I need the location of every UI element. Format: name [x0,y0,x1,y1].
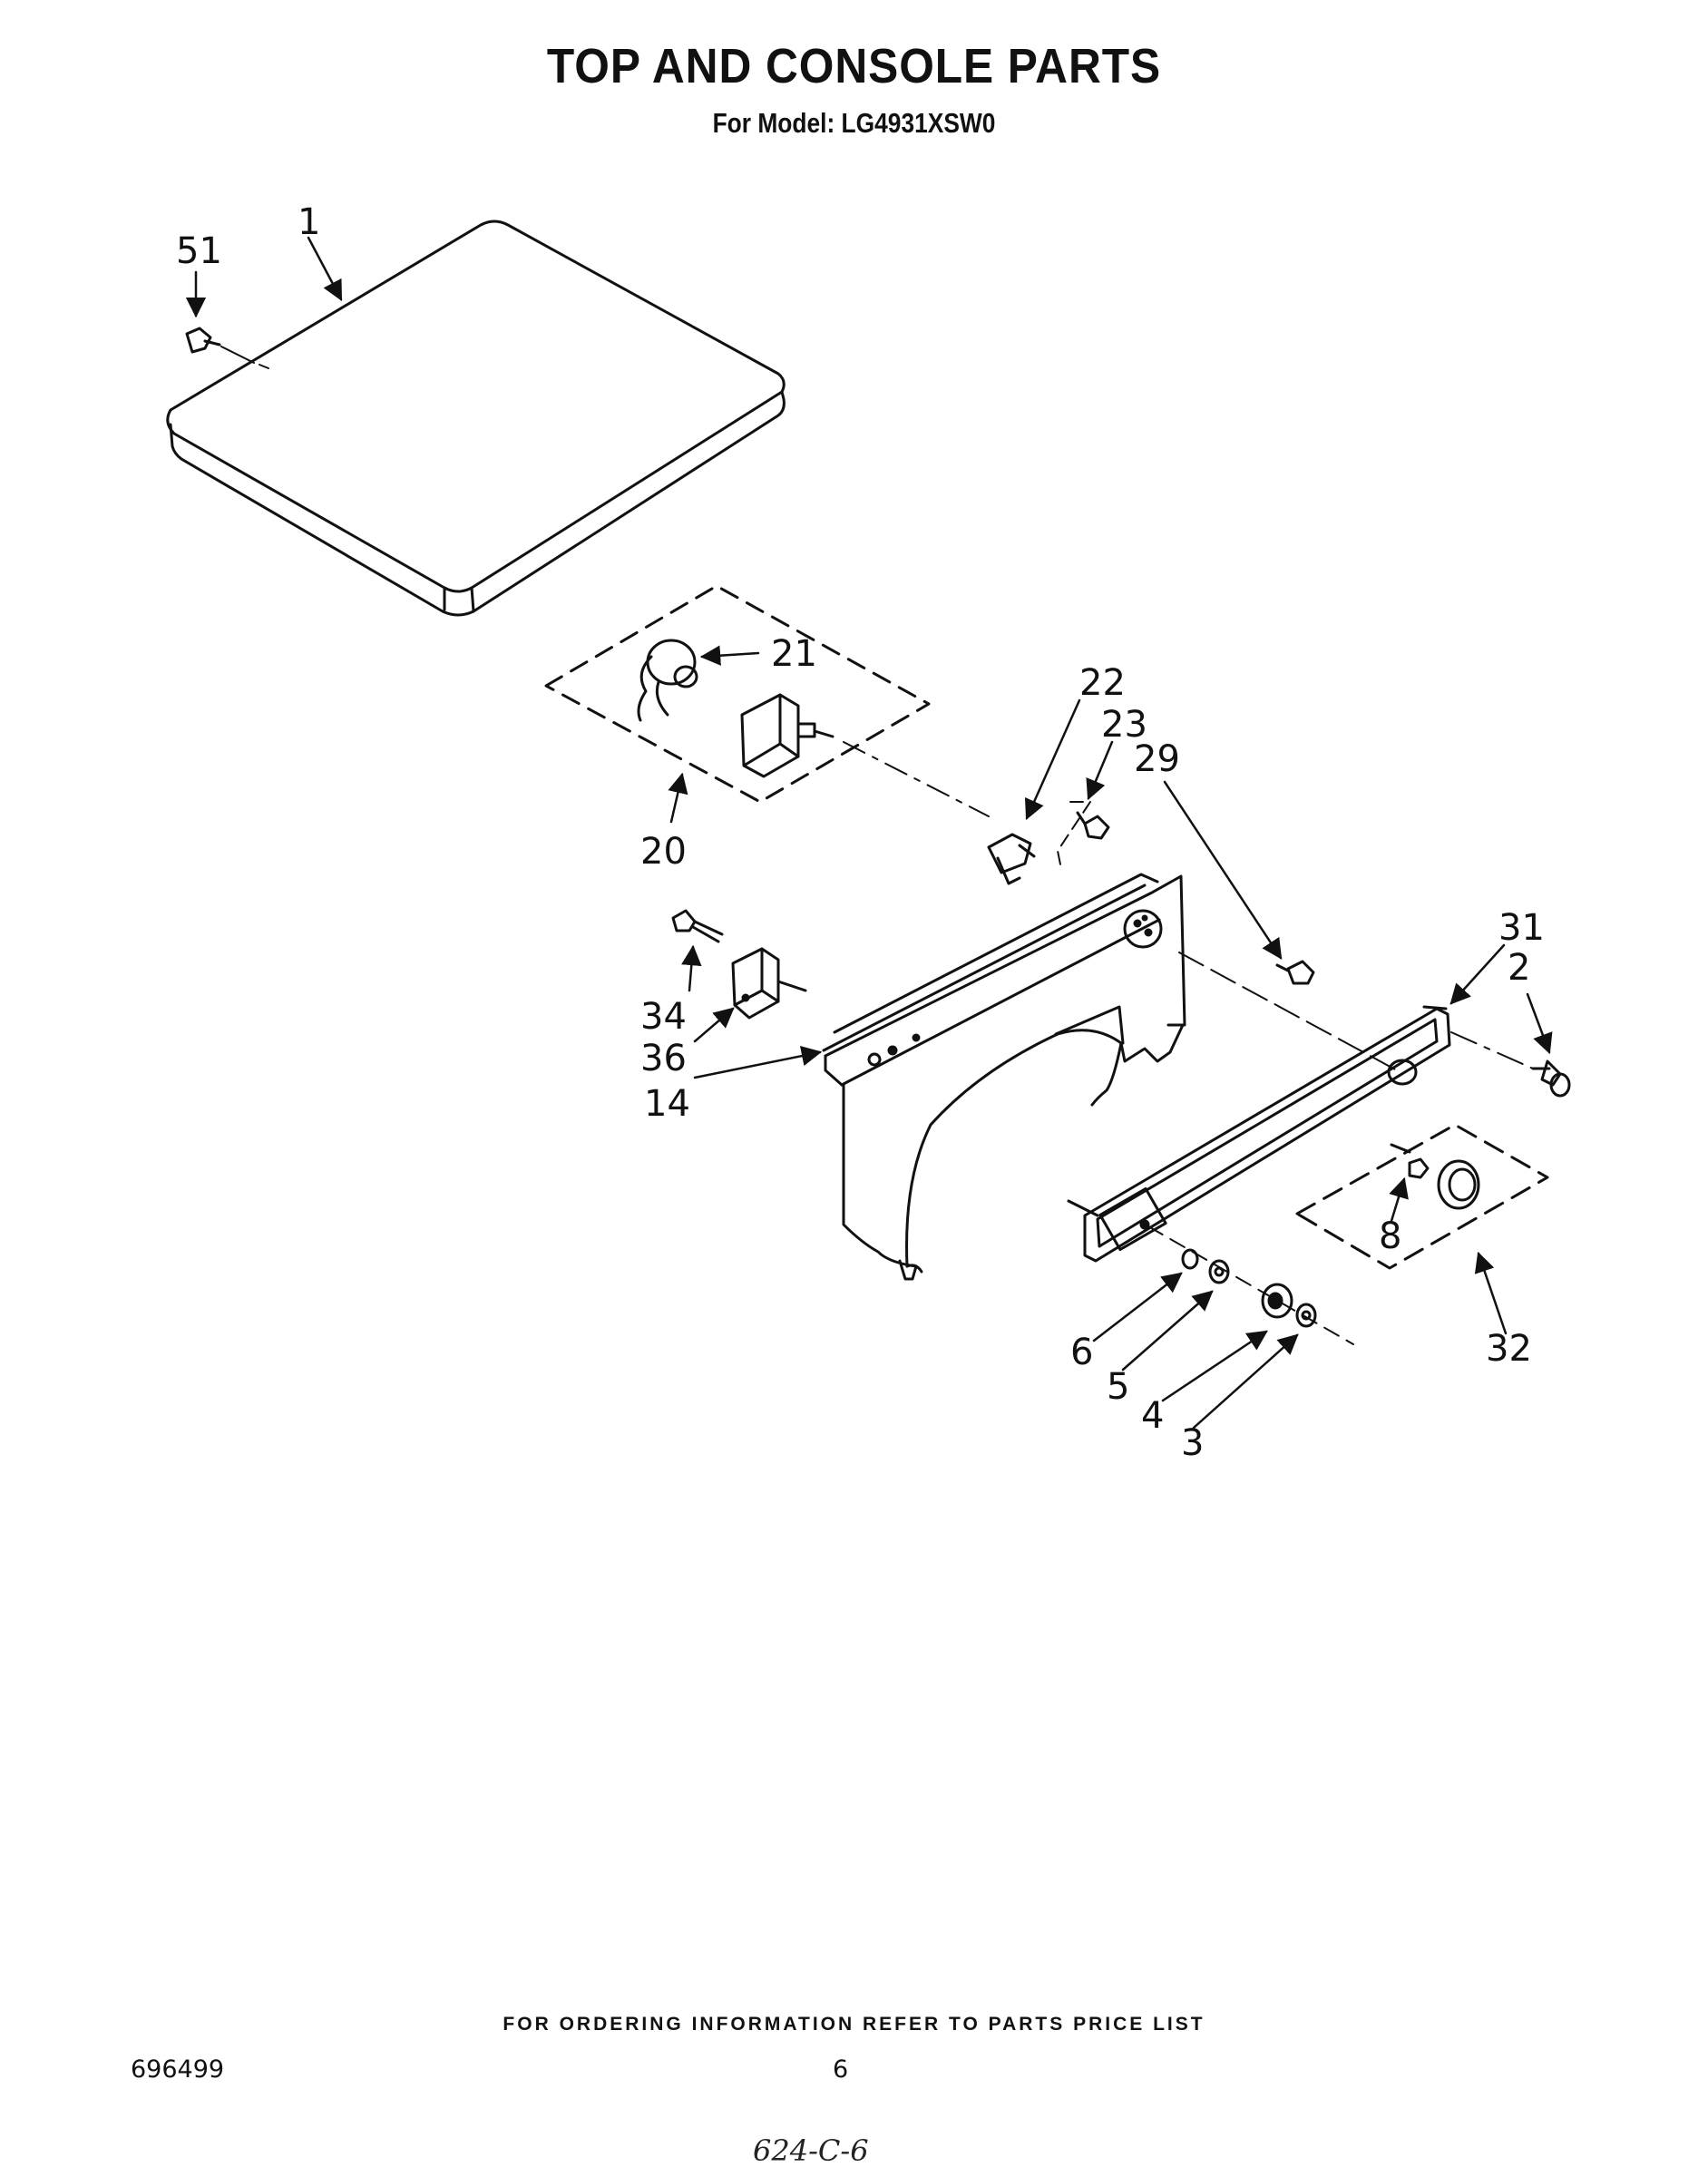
part-control-switch [740,693,990,817]
part-screw-2 [1531,1059,1571,1098]
callout-36: 36 [640,1038,687,1079]
callout-31: 31 [1498,907,1545,949]
callout-3: 3 [1181,1422,1204,1464]
document-number: 696499 [131,2055,225,2084]
callout-1: 1 [298,201,320,243]
page-number: 6 [833,2055,849,2084]
part-knob-kit-32 [1295,1123,1549,1270]
part-screw-34 [671,909,724,943]
part-clip-22 [987,833,1036,885]
page-title: TOP AND CONSOLE PARTS [546,39,1162,93]
parts-hardware-stack [1147,1225,1354,1345]
part-console-14 [822,873,1398,1281]
part-motor-21 [637,639,698,722]
callout-labels: 51 1 21 20 22 23 29 31 2 34 36 14 8 32 6… [176,201,1545,1464]
part-screw-29 [1275,960,1315,985]
model-subtitle: For Model: LG4931XSW0 [712,107,996,139]
callout-23: 23 [1101,704,1147,746]
handwritten-code: 624-C-6 [753,2133,869,2168]
part-screw-51 [185,327,269,369]
callout-5: 5 [1107,1366,1129,1408]
callout-8: 8 [1379,1215,1401,1257]
part-screw-23 [1057,801,1110,870]
callout-32: 32 [1486,1328,1532,1370]
callout-6: 6 [1070,1332,1093,1373]
callout-leaders [185,236,1553,1430]
callout-34: 34 [640,996,687,1038]
callout-20: 20 [640,831,687,873]
part-kit-20 [544,584,931,804]
part-top-panel [166,220,786,617]
callout-51: 51 [176,230,222,272]
ordering-info-note: FOR ORDERING INFORMATION REFER TO PARTS … [503,2014,1205,2035]
callout-21: 21 [771,633,817,675]
callout-2: 2 [1508,947,1530,989]
callout-4: 4 [1141,1395,1164,1437]
callout-29: 29 [1134,738,1180,780]
part-switch-36 [731,947,807,1020]
callout-22: 22 [1079,662,1126,704]
callout-14: 14 [644,1083,690,1125]
part-panel-31 [1067,1005,1534,1263]
